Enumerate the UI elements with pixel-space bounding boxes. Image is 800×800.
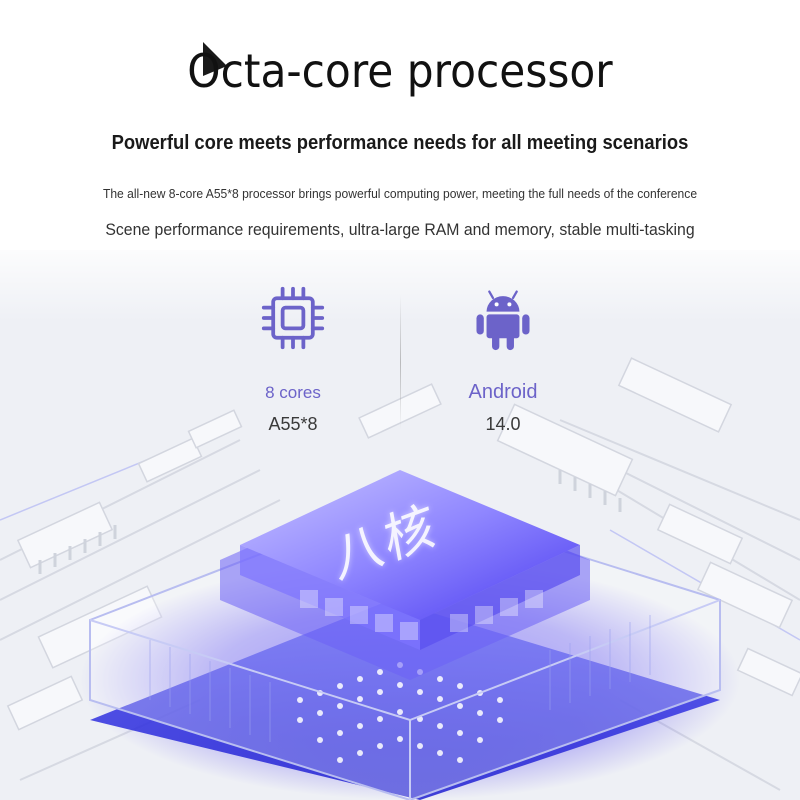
spec-cores-label: 8 cores <box>265 383 321 402</box>
spec-cores: 8 cores A55*8 <box>213 285 373 445</box>
page-subtitle: Powerful core meets performance needs fo… <box>111 132 689 154</box>
page-title: Octa-core processor <box>187 44 613 98</box>
title-accent-mark <box>203 42 227 76</box>
spec-divider <box>400 295 401 430</box>
spec-android-value: 14.0 <box>485 414 521 434</box>
cpu-chip-icon <box>261 286 325 350</box>
android-robot-icon <box>476 290 530 351</box>
spec-cores-value: A55*8 <box>268 414 318 434</box>
spec-android: Android 14.0 <box>423 285 583 445</box>
description-line-2: Scene performance requirements, ultra-la… <box>105 220 695 239</box>
spec-android-label: Android <box>468 381 538 403</box>
description-line-1: The all-new 8-core A55*8 processor bring… <box>102 186 698 201</box>
